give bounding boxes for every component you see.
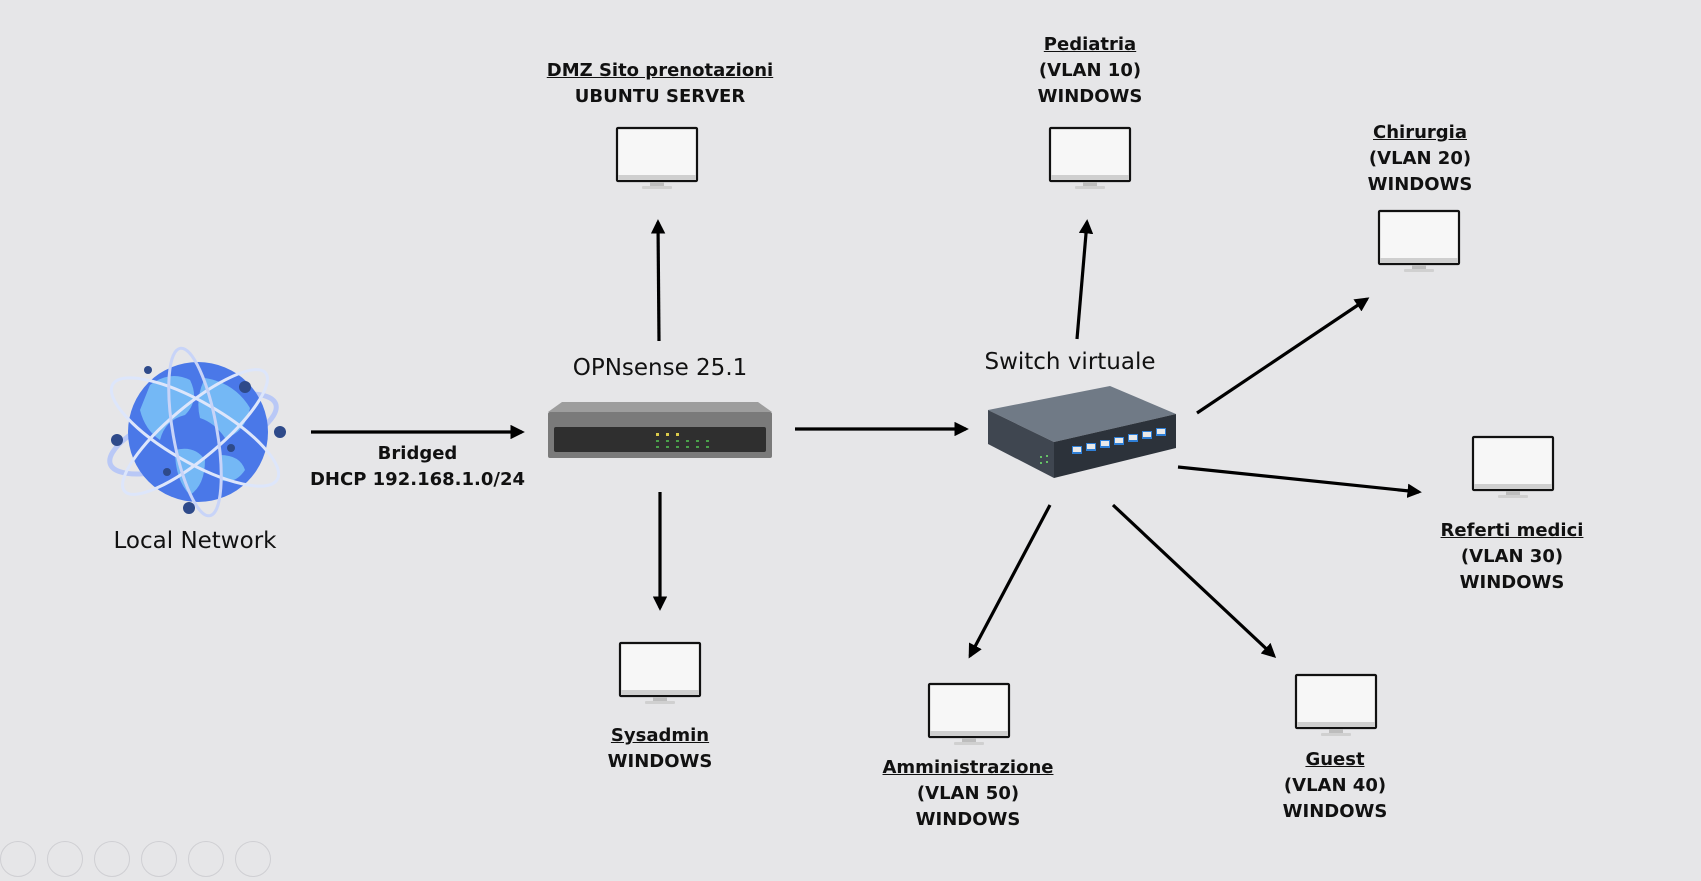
control-dot[interactable] [0,841,36,877]
arrow-switch-to-referti [1177,465,1422,498]
chirurgia-label: Chirurgia (VLAN 20) WINDOWS [1320,120,1520,198]
arrow-switch-to-pediatria [1075,219,1094,340]
guest-label: Guest (VLAN 40) WINDOWS [1235,747,1435,825]
firewall-appliance-icon [548,402,772,458]
referti-title: Referti medici [1440,520,1584,541]
pediatria-label: Pediatria (VLAN 10) WINDOWS [990,32,1190,110]
amministrazione-label: Amministrazione (VLAN 50) WINDOWS [868,755,1068,833]
arrow-switch-to-guest [1111,503,1277,658]
guest-vlan: (VLAN 40) [1283,775,1387,796]
chirurgia-vlan: (VLAN 20) [1368,148,1472,169]
guest-monitor-icon [1294,673,1378,738]
local-network-label: Local Network [113,528,277,554]
globe-icon [107,346,286,518]
arrow-firewall-to-dmz [650,219,666,342]
sysadmin-os: WINDOWS [607,751,713,772]
amministrazione-vlan: (VLAN 50) [916,783,1020,804]
pediatria-monitor-icon [1048,126,1132,191]
link-label-line1: Bridged [377,443,458,464]
chirurgia-monitor-icon [1377,209,1461,274]
dmz-os: UBUNTU SERVER [574,86,746,107]
pediatria-title: Pediatria [1043,34,1137,55]
amministrazione-monitor-icon [927,682,1011,747]
control-dot[interactable] [94,841,130,877]
amministrazione-os: WINDOWS [915,809,1021,830]
pediatria-vlan: (VLAN 10) [1038,60,1142,81]
network-diagram [107,126,1555,747]
sysadmin-monitor-icon [618,641,702,706]
pediatria-os: WINDOWS [1037,86,1143,107]
control-dot[interactable] [47,841,83,877]
dmz-title: DMZ Sito prenotazioni [546,60,774,81]
control-dot[interactable] [235,841,271,877]
link-label-line2: DHCP 192.168.1.0/24 [309,469,525,490]
sysadmin-label: Sysadmin WINDOWS [560,723,760,775]
guest-os: WINDOWS [1282,801,1388,822]
switch-label: Switch virtuale [984,349,1156,375]
arrow-switch-to-amministrazione [968,504,1052,659]
link-label: Bridged DHCP 192.168.1.0/24 [300,441,535,493]
referti-label: Referti medici (VLAN 30) WINDOWS [1412,518,1612,596]
chirurgia-title: Chirurgia [1373,122,1467,143]
dmz-label: DMZ Sito prenotazioni UBUNTU SERVER [530,58,790,110]
firewall-label: OPNsense 25.1 [572,355,748,381]
dmz-monitor-icon [615,126,699,191]
slide-controls [0,841,282,881]
arrow-switch-to-chirurgia [1196,297,1370,415]
chirurgia-os: WINDOWS [1367,174,1473,195]
referti-os: WINDOWS [1459,572,1565,593]
sysadmin-title: Sysadmin [610,725,710,746]
amministrazione-title: Amministrazione [882,757,1054,778]
referti-vlan: (VLAN 30) [1460,546,1564,567]
control-dot[interactable] [188,841,224,877]
network-switch-icon [988,386,1176,478]
control-dot[interactable] [141,841,177,877]
referti-monitor-icon [1471,435,1555,500]
guest-title: Guest [1305,749,1365,770]
